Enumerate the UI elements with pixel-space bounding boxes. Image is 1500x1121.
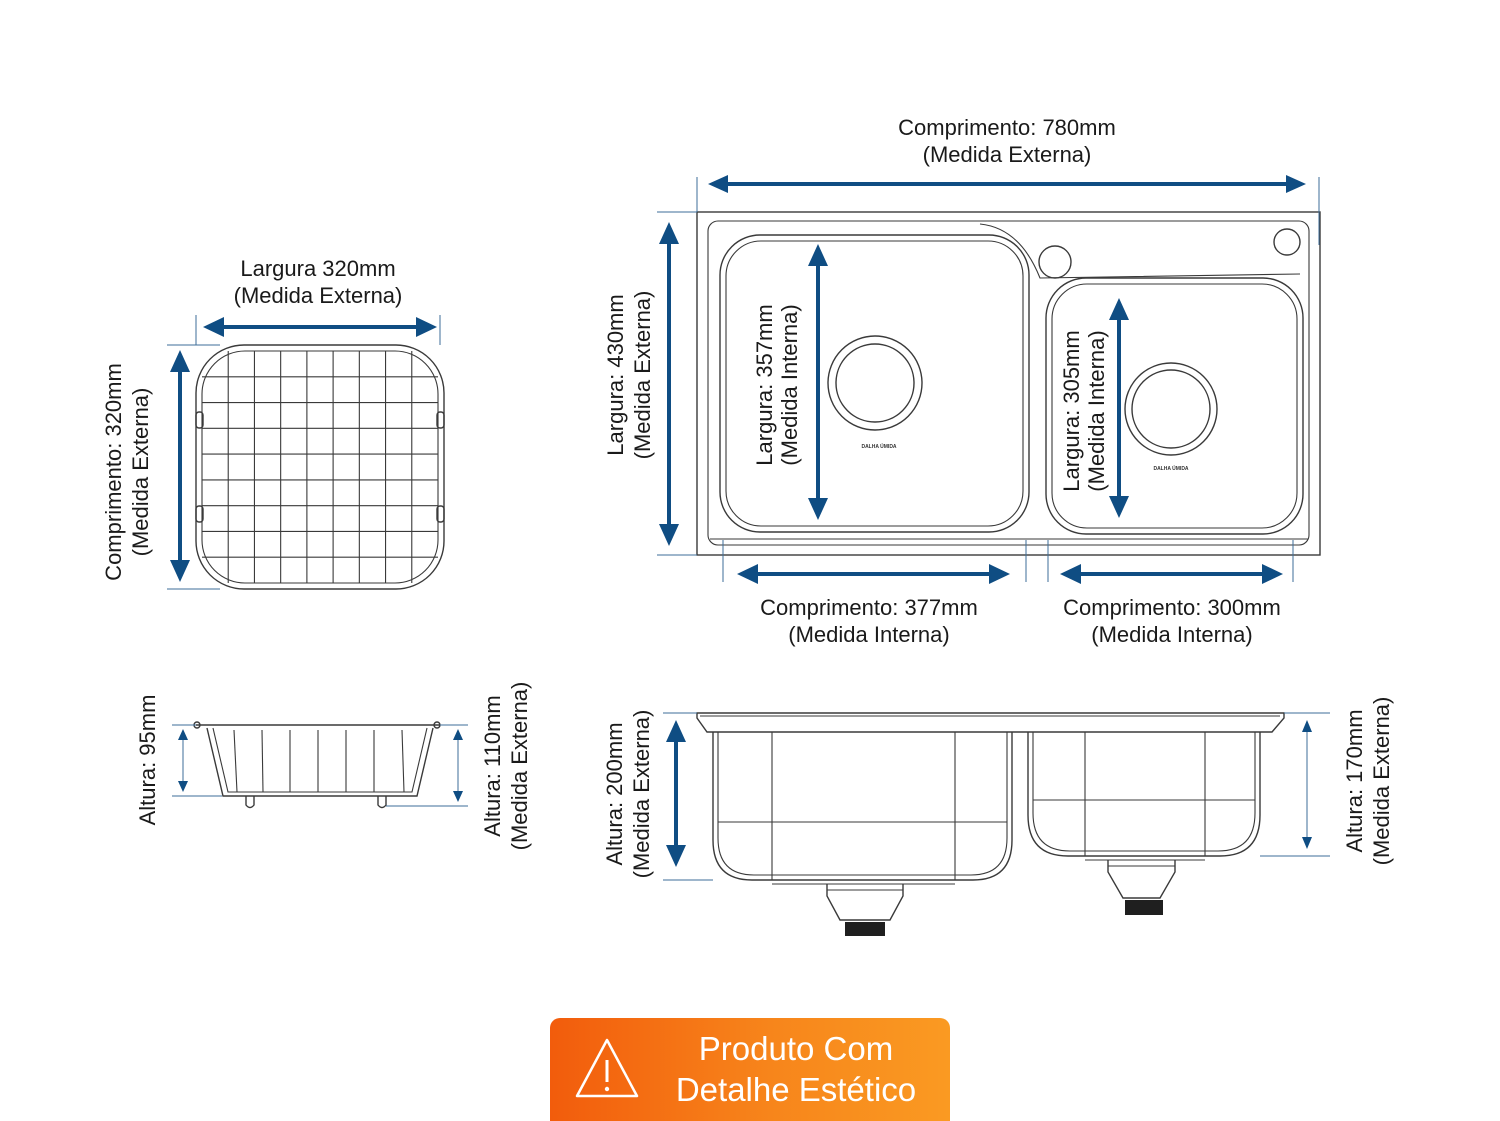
aesthetic-detail-badge: Produto Com Detalhe Estético (550, 1018, 950, 1121)
right-bowl-width-label: Largura: 305mm (1059, 330, 1084, 491)
right-bowl-length-sublabel: (Medida Interna) (1091, 622, 1252, 647)
grid-outer-height-label: Altura: 110mm (480, 695, 505, 836)
grid-inner-height-label: Altura: 95mm (135, 695, 160, 826)
grid-length-sublabel: (Medida Externa) (128, 388, 153, 557)
left-bowl-length-sublabel: (Medida Interna) (788, 622, 949, 647)
faucet-hole-right (1273, 228, 1301, 256)
sink-length-label: Comprimento: 780mm (898, 115, 1116, 140)
right-bowl-width-dimension: Largura: 305mm (Medida Interna) (1059, 298, 1129, 518)
left-bowl-length-label: Comprimento: 377mm (760, 595, 978, 620)
grid-width-label: Largura 320mm (240, 256, 395, 281)
right-drain (1124, 362, 1218, 456)
sink-width-dimension: Largura: 430mm (Medida Externa) (603, 211, 697, 556)
sink-top-view: DALHA ÚMIDA DALHA ÚMIDA (696, 211, 1321, 556)
sink-width-sublabel: (Medida Externa) (630, 291, 655, 460)
grid-inner-height-dimension: Altura: 95mm (135, 695, 222, 826)
grid-outer-height-dimension: Altura: 110mm (Medida Externa) (386, 682, 532, 851)
left-bowl-length-dimension: Comprimento: 377mm (Medida Interna) (722, 540, 1027, 647)
sink-width-label: Largura: 430mm (603, 294, 628, 455)
left-bowl-width-dimension: Largura: 357mm (Medida Interna) (752, 244, 828, 520)
right-drain-tail (1125, 900, 1163, 915)
sink-length-sublabel: (Medida Externa) (923, 142, 1092, 167)
sink-length-dimension: Comprimento: 780mm (Medida Externa) (696, 115, 1320, 245)
right-drain-text: DALHA ÚMIDA (1153, 465, 1188, 472)
grid-length-label: Comprimento: 320mm (101, 363, 126, 581)
right-bowl-length-label: Comprimento: 300mm (1063, 595, 1281, 620)
left-bowl-width-sublabel: (Medida Interna) (777, 304, 802, 465)
left-bowl (719, 234, 1030, 533)
dish-grid-top-view (195, 344, 445, 590)
sink-left-height-label: Altura: 200mm (602, 722, 627, 865)
sink-left-height-sublabel: (Medida Externa) (629, 710, 654, 879)
grid-width-dimension: Largura 320mm (Medida Externa) (195, 256, 441, 345)
faucet-hole (1038, 245, 1072, 279)
badge-line-2: Detalhe Estético (675, 1071, 917, 1108)
left-drain (827, 335, 923, 431)
grid-width-sublabel: (Medida Externa) (234, 283, 403, 308)
right-bowl (1045, 277, 1304, 535)
sink-right-height-sublabel: (Medida Externa) (1369, 697, 1394, 866)
sink-left-height-dimension: Altura: 200mm (Medida Externa) (602, 710, 713, 881)
left-drain-tail (845, 922, 885, 936)
left-drain-text: DALHA ÚMIDA (861, 443, 896, 450)
dish-grid-side-view (193, 721, 441, 809)
sink-right-height-label: Altura: 170mm (1342, 709, 1367, 852)
sink-right-height-dimension: Altura: 170mm (Medida Externa) (1260, 697, 1394, 866)
sink-front-view (696, 712, 1285, 936)
left-bowl-width-label: Largura: 357mm (752, 304, 777, 465)
right-bowl-width-sublabel: (Medida Interna) (1084, 330, 1109, 491)
grid-length-dimension: Comprimento: 320mm (Medida Externa) (101, 344, 220, 590)
grid-outer-height-sublabel: (Medida Externa) (507, 682, 532, 851)
warning-icon (575, 1038, 639, 1098)
badge-line-1: Produto Com (698, 1030, 894, 1067)
right-bowl-length-dimension: Comprimento: 300mm (Medida Interna) (1047, 540, 1294, 647)
